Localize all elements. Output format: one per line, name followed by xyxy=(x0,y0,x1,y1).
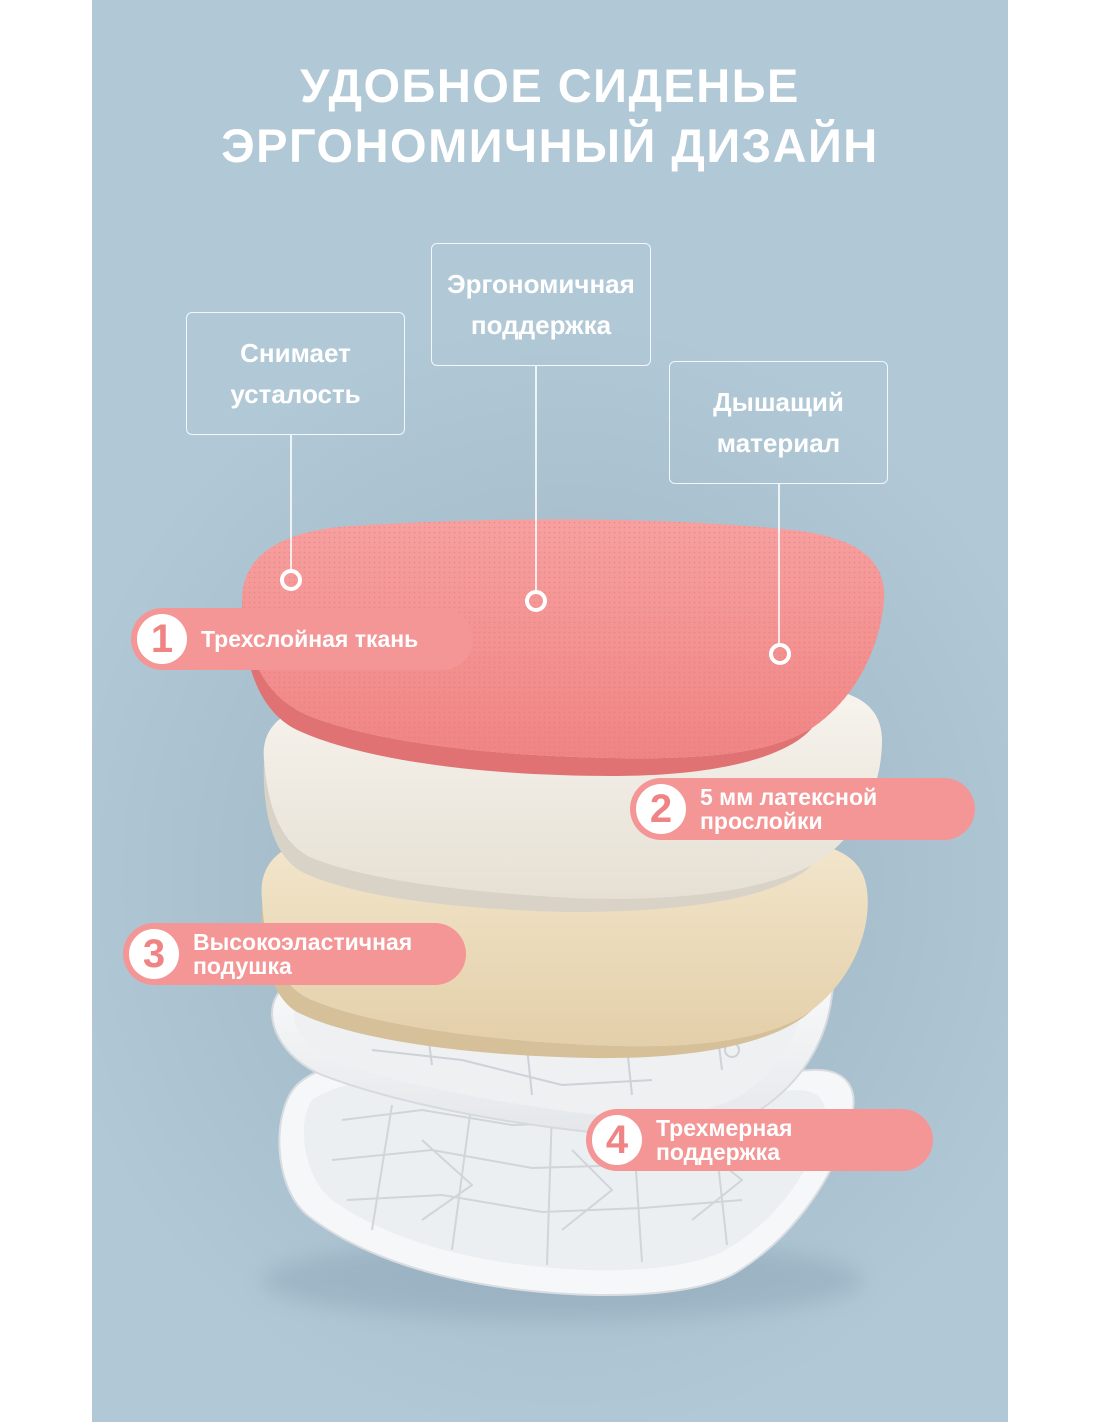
layer-number-badge: 4 xyxy=(592,1115,642,1165)
layer-1-line-1: Трехслойная ткань xyxy=(201,626,419,652)
layer-number-badge: 3 xyxy=(129,929,179,979)
layer-number-badge: 2 xyxy=(636,784,686,834)
layer-4-line-1: Трехмерная xyxy=(656,1115,793,1141)
callout-fatigue-line-1: Снимает xyxy=(240,337,351,368)
product-panel: УДОБНОЕ СИДЕНЬЕ ЭРГОНОМИЧНЫЙ ДИЗАЙН Сним… xyxy=(92,0,1008,1422)
layer-label-1: 1 Трехслойная ткань xyxy=(131,608,473,670)
callout-ergonomic-support: Эргономичная поддержка xyxy=(431,243,651,366)
callout-ergonomic-line-1: Эргономичная xyxy=(447,268,635,299)
title-line-2: ЭРГОНОМИЧНЫЙ ДИЗАЙН xyxy=(221,119,879,172)
callout-breathable-material: Дышащий материал xyxy=(669,361,888,484)
layer-4-line-2: поддержка xyxy=(656,1139,780,1165)
layer-2-line-1: 5 мм латексной xyxy=(700,784,878,810)
callout-breathable-line-2: материал xyxy=(716,427,841,458)
seat-layers-illustration xyxy=(242,366,885,1320)
leader-lines xyxy=(290,366,780,645)
layer-3-line-1: Высокоэластичная xyxy=(193,929,413,955)
title-line-1: УДОБНОЕ СИДЕНЬЕ xyxy=(300,59,800,112)
callout-breathable-line-1: Дышащий xyxy=(713,386,844,417)
layer-2-line-2: прослойки xyxy=(700,808,823,834)
callout-fatigue-line-2: усталость xyxy=(230,378,361,409)
mesh-cushion xyxy=(242,519,885,776)
callout-ergonomic-line-2: поддержка xyxy=(470,309,612,340)
marker-dots xyxy=(280,569,791,665)
layer-3-line-2: подушка xyxy=(193,953,292,979)
layer-number-badge: 1 xyxy=(137,614,187,664)
callout-fatigue-relief: Снимает усталость xyxy=(186,312,405,435)
